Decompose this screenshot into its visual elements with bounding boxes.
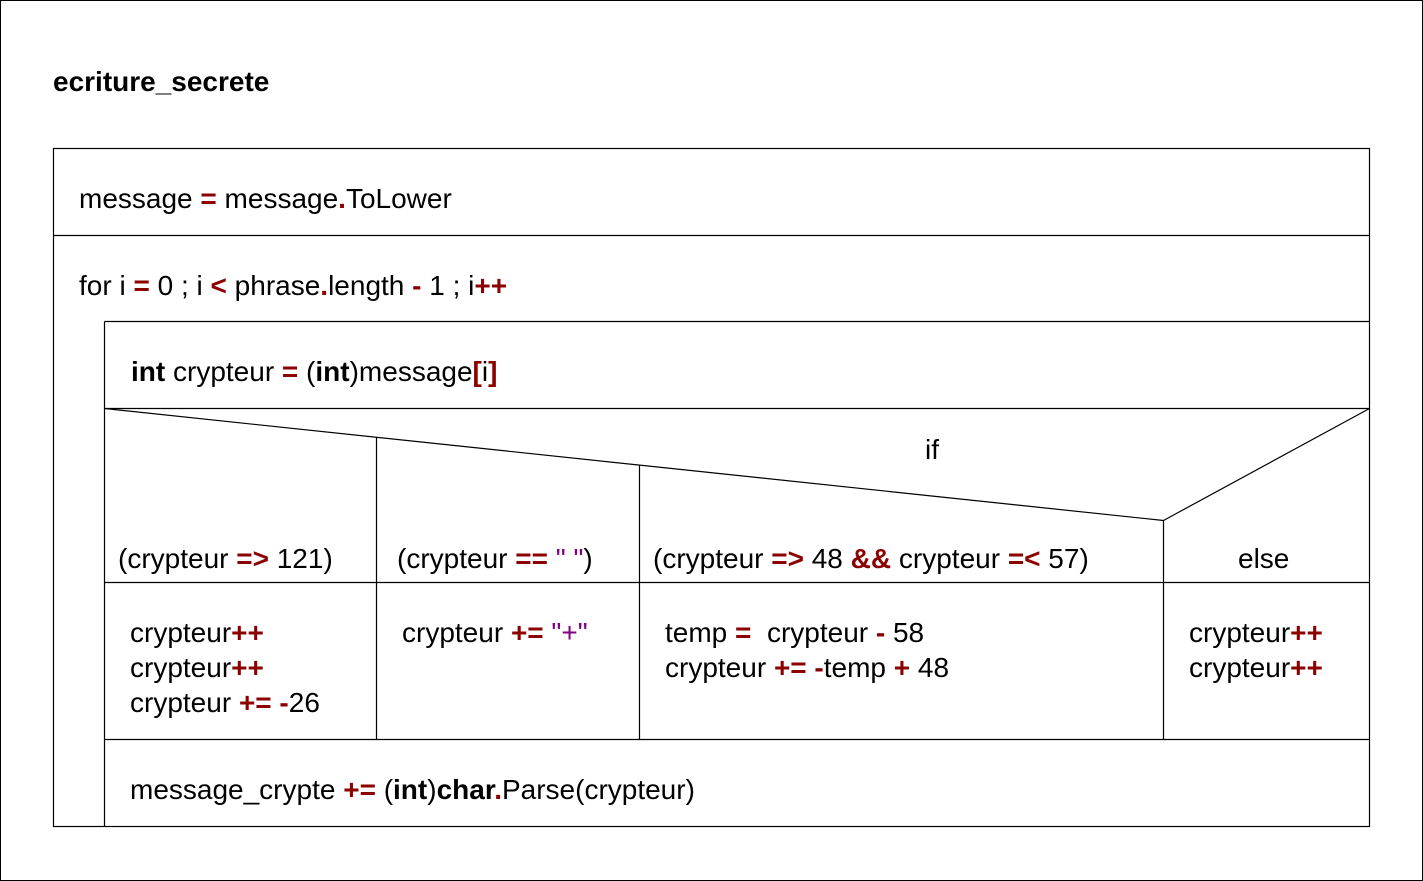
code-token: += (238, 687, 272, 718)
code-token: crypteur (751, 617, 876, 648)
code-token: 48 (910, 652, 950, 683)
code-token: int (131, 356, 166, 387)
decision-diagonal-left (104, 407, 1164, 522)
statement-int-decl: int crypteur = (int)message[i] (131, 354, 497, 389)
code-token: 57) (1040, 543, 1089, 574)
code-token: message (216, 183, 339, 214)
code-token: => (771, 543, 804, 574)
code-token: crypteur (130, 617, 232, 648)
code-token: - (814, 652, 824, 683)
code-token: ( (375, 774, 394, 805)
code-token: - (279, 687, 289, 718)
branch-line: crypteur++ (1189, 615, 1323, 650)
code-token: i (481, 356, 489, 387)
outer-block (52, 147, 1371, 828)
code-token: ) (583, 543, 593, 574)
code-token: temp (665, 617, 736, 648)
code-token: (crypteur (653, 543, 772, 574)
code-token: crypteur (130, 687, 239, 718)
code-token: Parse(crypteur) (501, 774, 695, 805)
code-token: = (133, 270, 150, 301)
code-token: length (328, 270, 413, 301)
statement-final: message_crypte += (int)char.Parse(crypte… (130, 772, 695, 807)
code-token: ( (298, 356, 316, 387)
condition-1: (crypteur => 121) (118, 541, 333, 576)
branch-line: crypteur++ (130, 615, 264, 650)
code-token: + (893, 652, 911, 683)
code-token: )message (349, 356, 473, 387)
code-token: = (735, 617, 752, 648)
code-token: phrase (226, 270, 321, 301)
code-token: . (320, 270, 329, 301)
code-token: = (281, 356, 299, 387)
condition-2: (crypteur == " ") (397, 541, 593, 576)
code-token: == (515, 543, 548, 574)
diagram-title: ecriture_secrete (53, 66, 270, 97)
code-token: (crypteur (118, 543, 237, 574)
code-token: "+" (551, 617, 588, 648)
code-token: char (436, 774, 495, 805)
branch-line: crypteur++ (1189, 650, 1323, 685)
decision-diagonal-right (1163, 407, 1370, 522)
code-token: crypteur (665, 652, 774, 683)
code-token: " " (555, 543, 584, 574)
code-token: < (210, 270, 227, 301)
code-token: ++ (1290, 617, 1323, 648)
code-token: 58 (885, 617, 925, 648)
code-token: - (412, 270, 422, 301)
code-token: crypteur (1189, 617, 1291, 648)
code-token: (crypteur (397, 543, 516, 574)
code-token: int (393, 774, 428, 805)
branch-line: crypteur += -26 (130, 685, 320, 720)
branch-line: crypteur++ (130, 650, 264, 685)
code-token: =< (1007, 543, 1041, 574)
code-token: ToLower (345, 183, 452, 214)
branch-line: crypteur += -temp + 48 (665, 650, 949, 685)
statement-for-loop: for i = 0 ; i < phrase.length - 1 ; i++ (79, 268, 507, 303)
code-token: - (875, 617, 886, 648)
code-token: else (1238, 543, 1290, 574)
if-label: if (925, 434, 939, 465)
code-token: 121) (268, 543, 333, 574)
branch-line: crypteur += "+" (402, 615, 588, 650)
code-token: && (850, 543, 892, 574)
code-token: . (494, 774, 502, 805)
code-token: ++ (474, 270, 508, 301)
branch-line: temp = crypteur - 58 (665, 615, 924, 650)
code-token: int (315, 356, 350, 387)
code-token: 0 ; i (149, 270, 211, 301)
condition-else: else (1238, 541, 1289, 576)
code-token: 1 ; i (421, 270, 475, 301)
code-token: = (200, 183, 217, 214)
code-token: ++ (231, 617, 264, 648)
code-token: += (343, 774, 376, 805)
code-token: 48 (803, 543, 851, 574)
code-token: . (338, 183, 346, 214)
code-token: ++ (231, 652, 264, 683)
code-token: crypteur (165, 356, 282, 387)
code-token: for i (79, 270, 134, 301)
statement-tolower: message = message.ToLower (79, 181, 452, 216)
code-token: 26 (288, 687, 320, 718)
code-token: [ (472, 356, 482, 387)
code-token: crypteur (130, 652, 232, 683)
code-token: crypteur (1189, 652, 1291, 683)
code-token: message_crypte (130, 774, 344, 805)
condition-3: (crypteur => 48 && crypteur =< 57) (653, 541, 1089, 576)
code-token: ] (488, 356, 498, 387)
code-token (548, 543, 556, 574)
code-token: += (773, 652, 807, 683)
code-token: += (510, 617, 544, 648)
code-token: ++ (1290, 652, 1323, 683)
code-token: message (79, 183, 201, 214)
code-token: temp (823, 652, 894, 683)
code-token: crypteur (402, 617, 511, 648)
code-token: crypteur (891, 543, 1008, 574)
code-token: => (236, 543, 269, 574)
code-token: ) (427, 774, 437, 805)
